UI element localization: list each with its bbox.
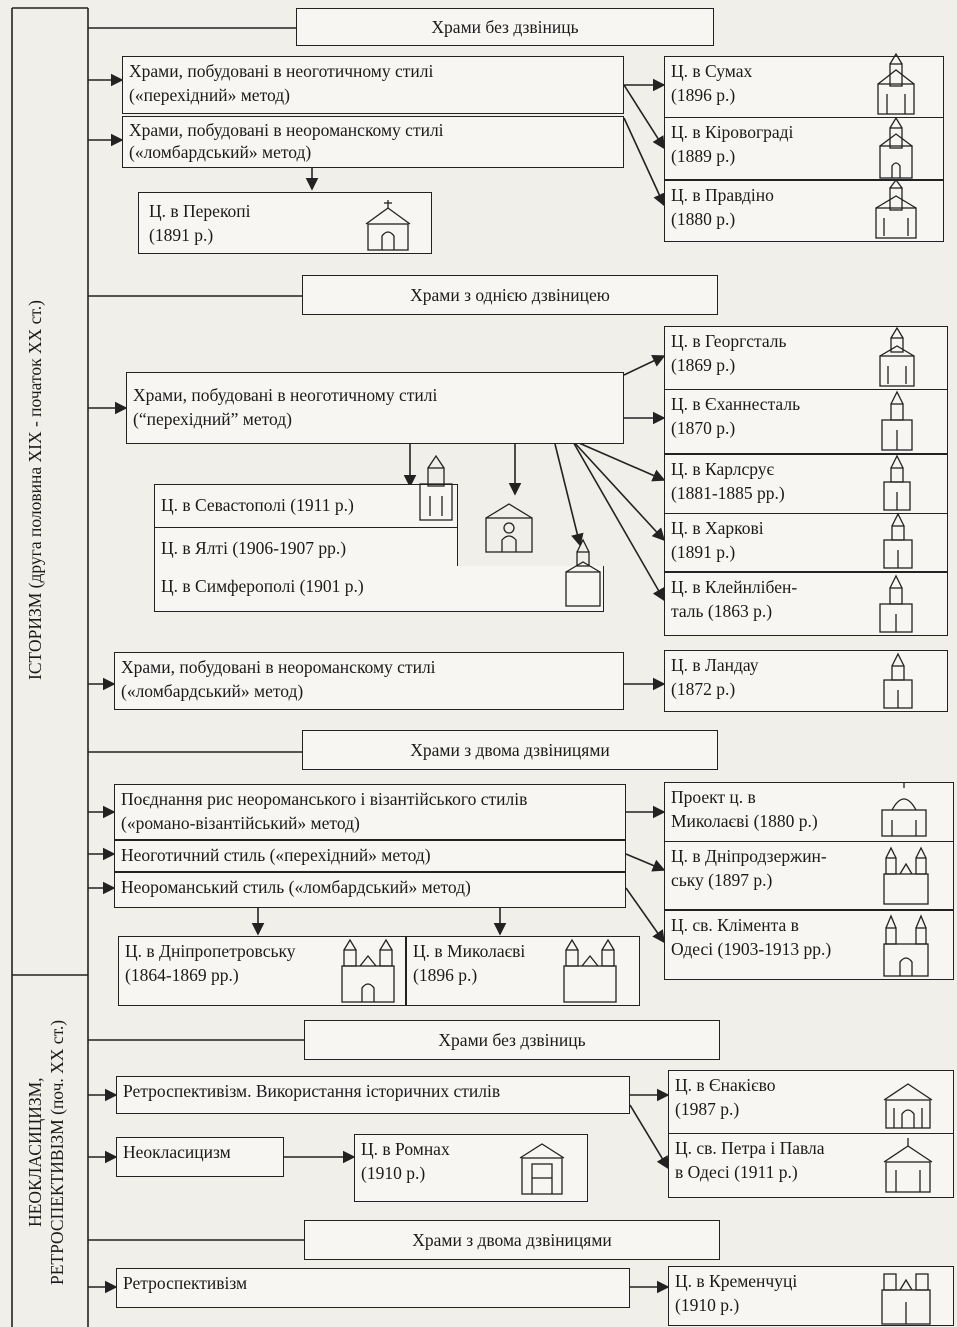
style-retrospectivism-historic: Ретроспективізм. Використання історичних… bbox=[116, 1076, 630, 1114]
church-dniprodzerzhynsk: Ц. в Дніпродзержин- ську (1897 р.) bbox=[664, 842, 954, 910]
church-dnipropetrovsk-drawing bbox=[341, 938, 395, 1003]
church-yalta: Ц. в Ялті (1906-1907 рр.) bbox=[154, 528, 458, 568]
church-yalta-drawing bbox=[485, 503, 533, 553]
church-yenakiieve-drawing bbox=[883, 1083, 933, 1129]
church-odesa-climent: Ц. св. Клімента в Одесі (1903-1913 рр.) bbox=[664, 910, 954, 980]
church-romny-drawing bbox=[519, 1143, 565, 1195]
church-kharkiv: Ц. в Харкові (1891 р.) bbox=[664, 514, 948, 572]
church-romny: Ц. в Ромнах (1910 р.) bbox=[354, 1134, 588, 1202]
church-perekop-drawing bbox=[365, 200, 411, 251]
style-neoromanesque-3: Неороманський стиль («ломбардський» мето… bbox=[114, 872, 626, 908]
church-odesa-peter-paul: Ц. св. Петра і Павла в Одесі (1911 р.) bbox=[668, 1134, 954, 1198]
church-pravdino-drawing bbox=[875, 178, 917, 239]
church-odesa-peter-paul-drawing bbox=[883, 1138, 933, 1193]
church-sumy: Ц. в Сумах (1896 р.) bbox=[664, 56, 944, 118]
church-dniprodzerzhynsk-drawing bbox=[883, 846, 929, 905]
church-yenakiieve: Ц. в Єнакієво (1987 р.) bbox=[668, 1070, 954, 1134]
church-karlsruhe-drawing bbox=[883, 454, 911, 511]
church-sevastopol-drawing bbox=[419, 454, 453, 521]
church-kirovohrad-drawing bbox=[879, 116, 913, 179]
style-neoclassicism: Неокласицизм bbox=[116, 1137, 284, 1177]
church-landau-drawing bbox=[883, 652, 913, 709]
church-simferopol: Ц. в Симферополі (1901 р.) bbox=[154, 566, 604, 612]
header-two-bell-towers: Храми з двома дзвіницями bbox=[302, 730, 718, 770]
church-kharkiv-drawing bbox=[883, 512, 913, 569]
church-kremenchuk: Ц. в Кременчуці (1910 р.) bbox=[668, 1266, 954, 1326]
church-pravdino: Ц. в Правдіно (1880 р.) bbox=[664, 180, 944, 242]
style-neoromanesque-2: Храми, побудовані в неороманскому стилі … bbox=[114, 652, 624, 710]
style-neoromanesque-1: Храми, побудовані в неороманскому стилі … bbox=[122, 116, 624, 168]
church-heorhstal-drawing bbox=[879, 326, 915, 387]
church-mykolaiv-project: Проект ц. в Миколаєві (1880 р.) bbox=[664, 782, 954, 842]
church-dnipropetrovsk: Ц. в Дніпропетровську (1864-1869 рр.) bbox=[118, 936, 406, 1006]
header-no-bell-towers-2: Храми без дзвіниць bbox=[304, 1020, 720, 1060]
church-yehannestal-drawing bbox=[881, 390, 913, 451]
church-sumy-drawing bbox=[877, 52, 915, 115]
church-kleinliebental-drawing bbox=[879, 574, 913, 633]
style-neogothic-1: Храми, побудовані в неоготичному стилі (… bbox=[122, 56, 624, 114]
church-mykolaiv-project-drawing bbox=[881, 782, 927, 837]
church-mykolaiv: Ц. в Миколаєві (1896 р.) bbox=[406, 936, 640, 1006]
church-mykolaiv-drawing bbox=[563, 938, 617, 1003]
church-heorhstal: Ц. в Георгсталь (1869 р.) bbox=[664, 326, 948, 390]
church-odesa-climent-drawing bbox=[883, 914, 929, 977]
style-romano-byzantine: Поєднання рис неороманського і візантійс… bbox=[114, 784, 626, 840]
church-yehannestal: Ц. в Єханнесталь (1870 р.) bbox=[664, 390, 948, 454]
church-perekop: Ц. в Перекопі (1891 р.) bbox=[138, 192, 432, 254]
church-sevastopol: Ц. в Севастополі (1911 р.) bbox=[154, 484, 458, 528]
church-kremenchuk-drawing bbox=[881, 1273, 931, 1325]
header-no-bell-towers: Храми без дзвіниць bbox=[296, 8, 714, 46]
header-one-bell-tower: Храми з однією дзвіницею bbox=[302, 275, 718, 315]
church-simferopol-drawing bbox=[565, 538, 601, 607]
style-neogothic-3: Неоготичний стиль («перехідний» метод) bbox=[114, 840, 626, 872]
style-neogothic-2: Храми, побудовані в неоготичному стилі (… bbox=[126, 372, 624, 444]
style-retrospectivism: Ретроспективізм bbox=[116, 1268, 630, 1308]
header-two-bell-towers-2: Храми з двома дзвіницями bbox=[304, 1220, 720, 1260]
